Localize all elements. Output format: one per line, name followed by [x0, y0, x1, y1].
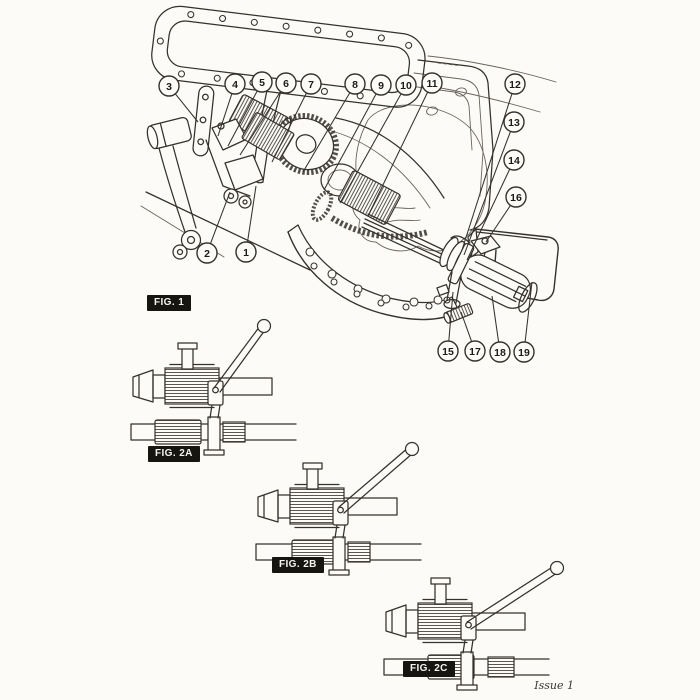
callout-14: 14 — [466, 149, 525, 261]
svg-text:16: 16 — [510, 192, 522, 204]
output-assembly — [436, 228, 559, 324]
svg-text:19: 19 — [518, 347, 530, 359]
svg-text:2: 2 — [204, 248, 210, 260]
fig2a-drawing — [130, 318, 297, 456]
callout-13: 13 — [463, 111, 525, 256]
selector-lever — [466, 560, 565, 630]
svg-text:17: 17 — [469, 346, 481, 358]
retaining-pin — [443, 303, 474, 324]
fig2b-drawing — [255, 441, 422, 576]
svg-text:18: 18 — [494, 347, 506, 359]
callout-7: 7 — [271, 73, 322, 163]
bottom-flange — [287, 224, 460, 321]
issue-label: Issue 1 — [534, 679, 574, 692]
callout-19: 19 — [513, 281, 535, 363]
callout-10: 10 — [339, 74, 417, 204]
callout-2: 2 — [196, 191, 231, 264]
cross-shaft — [146, 116, 192, 150]
fig2a-label: FIG. 2A — [148, 446, 200, 462]
svg-text:6: 6 — [283, 78, 289, 90]
pto-shaft — [361, 213, 449, 266]
fig1-label: FIG. 1 — [147, 295, 192, 311]
fig2b-label: FIG. 2B — [272, 557, 324, 573]
svg-text:11: 11 — [426, 78, 437, 90]
svg-text:14: 14 — [508, 155, 520, 167]
svg-text:15: 15 — [442, 346, 454, 358]
coupler-sleeve — [154, 419, 246, 445]
selector-lever — [213, 318, 272, 393]
output-shaft — [447, 242, 538, 313]
lift-arm — [192, 85, 215, 157]
callout-3: 3 — [158, 75, 199, 123]
svg-text:12: 12 — [509, 79, 521, 91]
callout-18: 18 — [489, 295, 511, 363]
callout-4: 4 — [217, 73, 246, 137]
callout-16: 16 — [485, 186, 527, 243]
svg-text:5: 5 — [259, 77, 265, 89]
callout-11: 11 — [367, 72, 443, 217]
svg-text:4: 4 — [232, 79, 238, 91]
callout-15: 15 — [437, 291, 459, 362]
svg-text:13: 13 — [508, 117, 520, 129]
callout-8: 8 — [302, 73, 366, 173]
svg-text:3: 3 — [166, 81, 172, 93]
svg-text:1: 1 — [243, 247, 249, 259]
selector-lever — [338, 441, 420, 514]
callout-6: 6 — [239, 72, 297, 156]
callout-1: 1 — [235, 185, 257, 263]
callout-17: 17 — [460, 311, 486, 362]
callout-9: 9 — [323, 74, 392, 191]
bracket — [450, 235, 501, 264]
callout-5: 5 — [227, 71, 273, 147]
svg-text:8: 8 — [352, 79, 358, 91]
svg-text:7: 7 — [308, 79, 314, 91]
fig2c-label: FIG. 2C — [403, 661, 455, 677]
svg-text:9: 9 — [378, 80, 384, 92]
svg-text:10: 10 — [400, 80, 412, 92]
